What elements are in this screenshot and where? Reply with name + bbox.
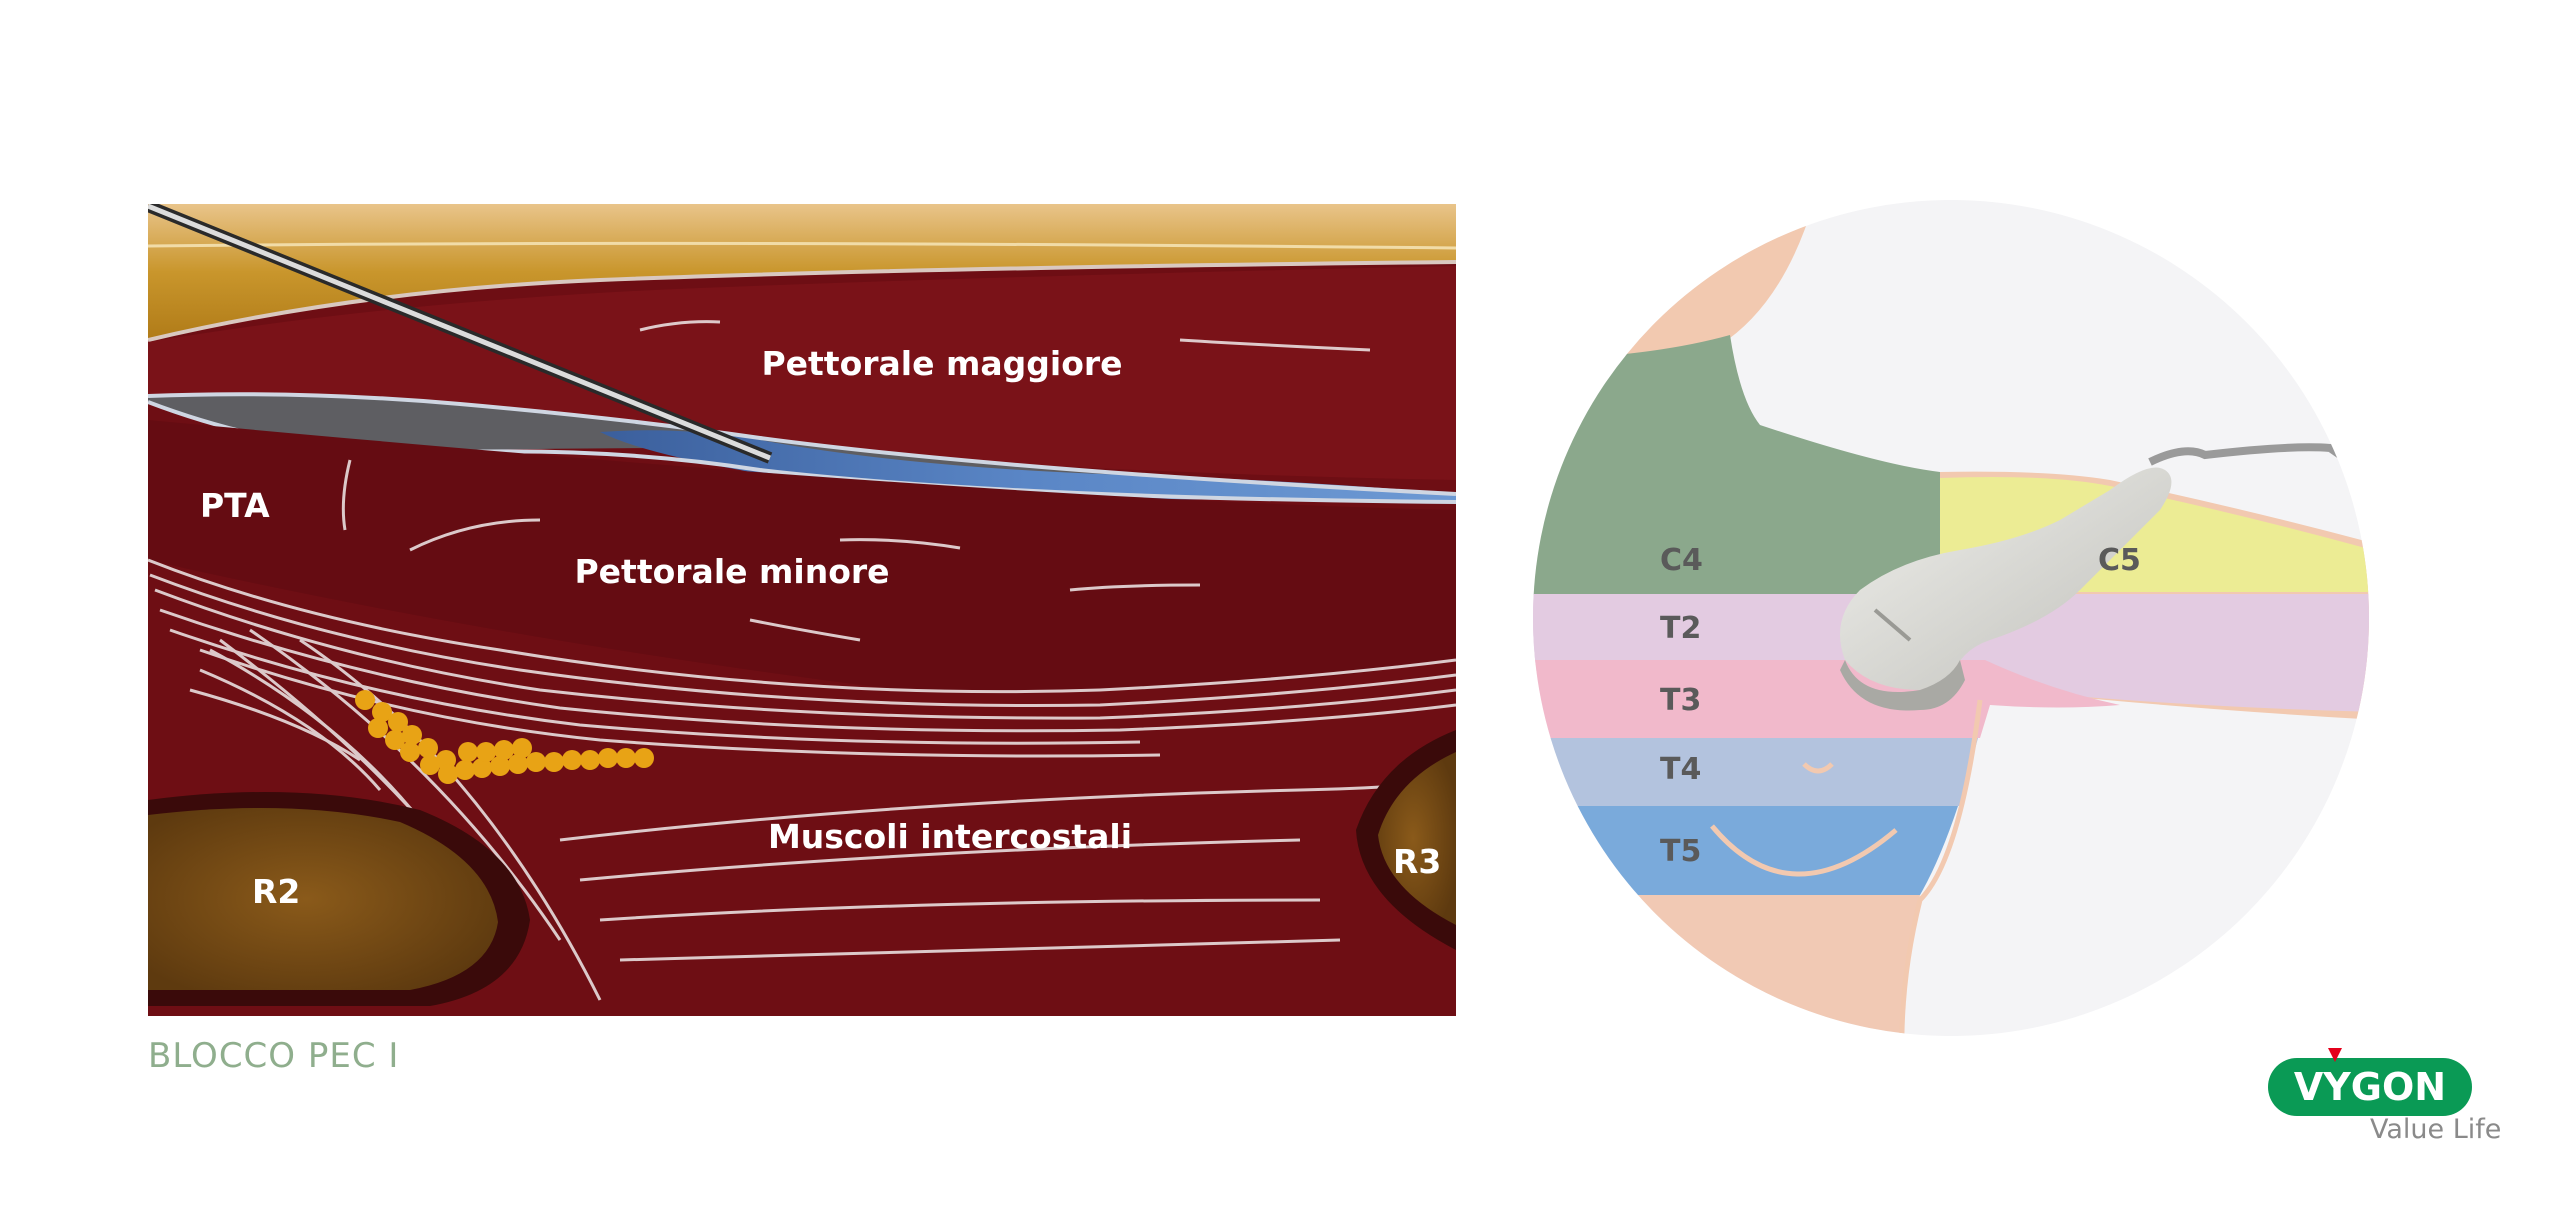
dermatome-diagram (1533, 200, 2369, 1036)
diagram-caption: BLOCCO PEC I (148, 1036, 400, 1076)
label-t3: T3 (1660, 683, 1701, 718)
label-pectoralis-major: Pettorale maggiore (761, 344, 1122, 383)
vygon-logo: VYGON (2268, 1048, 2472, 1116)
fascia-fibers (148, 320, 1456, 1001)
label-pta: PTA (200, 486, 270, 525)
label-t5: T5 (1660, 834, 1701, 869)
local-anesthetic-spread (600, 430, 1456, 502)
label-intercostals: Muscoli intercostali (768, 817, 1132, 856)
brand-tagline: Value Life (2370, 1114, 2502, 1145)
label-r2: R2 (252, 872, 300, 911)
label-t2: T2 (1660, 611, 1701, 646)
label-c4: C4 (1660, 543, 1703, 578)
label-r3: R3 (1393, 842, 1441, 881)
label-c5: C5 (2098, 543, 2141, 578)
anatomy-panel (148, 204, 1456, 1016)
brand-name: VYGON (2294, 1065, 2446, 1109)
label-pectoralis-minor: Pettorale minore (574, 552, 889, 591)
label-t4: T4 (1660, 752, 1701, 787)
ultrasound-probe (1840, 443, 2343, 711)
nerve-cluster (355, 690, 654, 784)
needle (148, 204, 773, 464)
